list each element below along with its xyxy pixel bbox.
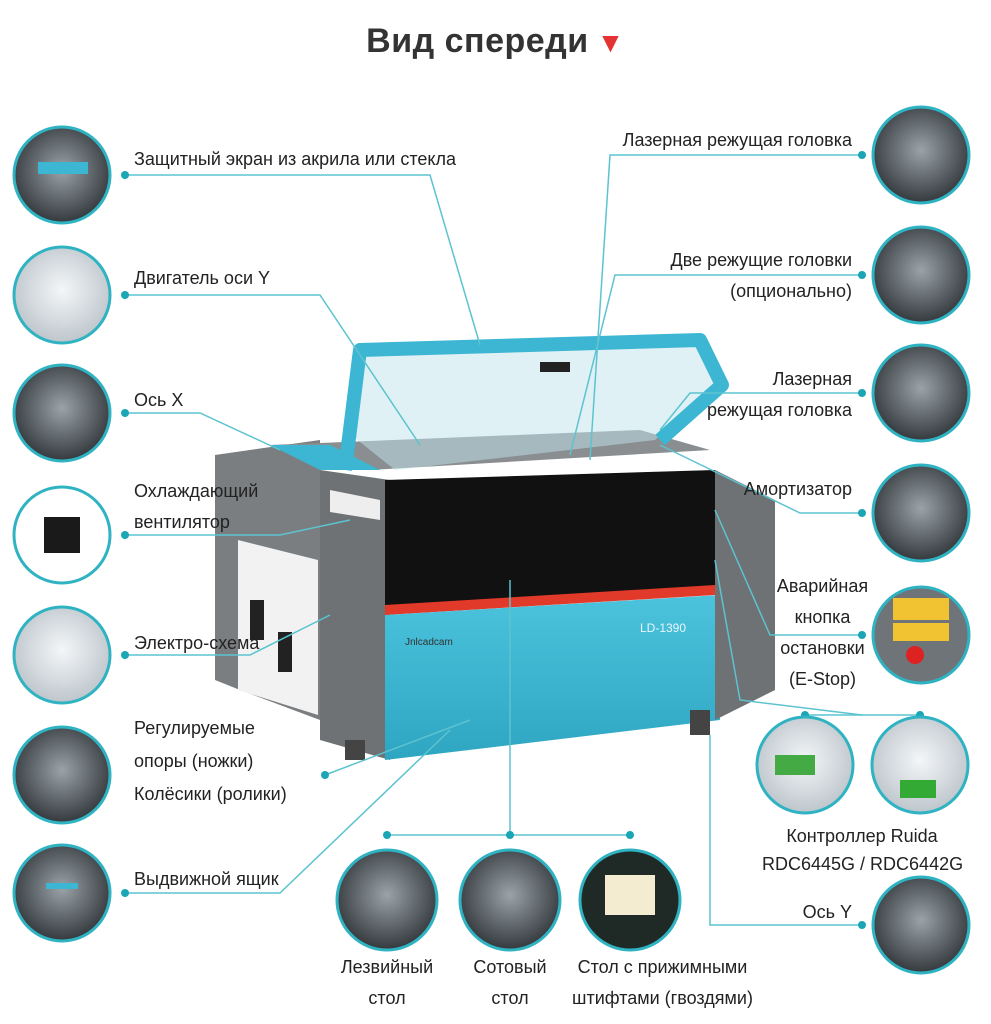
label-line: Две режущие головки [670,250,853,270]
title-text: Вид спереди [366,22,589,60]
controller-2-photo [870,715,970,815]
model-label: LD-1390 [640,621,686,635]
shock-absorber-photo [871,463,971,563]
callout-y-motor: Двигатель оси Y [134,263,270,294]
callout-laser-head-2: Лазерная режущая головка [707,364,852,426]
y-axis-photo [871,875,971,975]
leader-lines [125,154,920,926]
laser-machine-illustration: LD-1390 Jnlcadcam [215,333,775,760]
label-line: опоры (ножки) [134,751,254,771]
label-line: Защитный экран из акрила или стекла [134,149,456,169]
callout-x-axis: Ось X [134,385,183,416]
detail-thumbnails [12,105,971,975]
label-line: Ось Y [802,902,852,922]
feet-wheels-photo [12,725,112,825]
fan-icon [44,517,80,553]
dual-heads-photo [871,225,971,325]
label-line: стол [491,988,529,1008]
callout-drawer: Выдвижной ящик [134,864,279,895]
laser-head-2-photo [871,343,971,443]
callout-dual-heads: Две режущие головки (опционально) [671,245,853,307]
electric-circuit-photo [12,605,112,705]
label-line: штифтами (гвоздями) [572,988,753,1008]
label-line: Колёсики (ролики) [134,784,287,804]
honeycomb-table-photo [458,848,562,952]
label-line: RDC6445G / RDC6442G [762,854,964,874]
x-axis-photo [12,363,112,463]
laser-head-photo [871,105,971,205]
label-line: Сотовый [473,957,547,977]
callout-cooling-fan: Охлаждающий вентилятор [134,476,258,538]
blade-table-photo [335,848,439,952]
callout-y-axis: Ось Y [803,897,852,928]
label-line: Ось X [134,390,184,410]
callout-laser-head: Лазерная режущая головка [623,125,852,156]
label-line: Стол с прижимными [577,957,748,977]
label-line: Электро-схема [134,633,260,653]
label-line: остановки [780,638,865,658]
label-line: кнопка [794,607,851,627]
callout-electric-circuit: Электро-схема [134,628,259,659]
label-line: вентилятор [134,512,230,532]
page-title: Вид спереди▼ [0,22,991,61]
red-triangle-down-icon: ▼ [596,27,625,58]
label-line: Лазерная [772,369,852,389]
label-line: Контроллер Ruida [786,826,938,846]
callout-feet-wheels: Регулируемые опоры (ножки) Колёсики (ролик… [134,712,287,811]
label-line: Охлаждающий [134,481,259,501]
callout-pin-table: Стол с прижимными штифтами (гвоздями) [555,952,770,1014]
label-line: Выдвижной ящик [134,869,279,889]
label-line: Лазерная режущая головка [622,130,852,150]
callout-shock-absorber: Амортизатор [744,474,852,505]
acrylic-shield-photo [12,125,112,225]
callout-estop: Аварийная кнопка остановки (E-Stop) [765,571,880,695]
callout-blade-table: Лезвийный стол [317,952,457,1014]
label-line: стол [368,988,406,1008]
y-motor-photo [12,245,112,345]
label-line: Двигатель оси Y [134,268,271,288]
label-line: Аварийная [776,576,869,596]
label-line: (опционально) [730,281,852,301]
label-line: Амортизатор [743,479,852,499]
brand-logo: Jnlcadcam [405,637,453,648]
label-line: Регулируемые [134,718,255,738]
callout-honeycomb-table: Сотовый стол [460,952,560,1014]
label-line: (E-Stop) [788,669,857,689]
label-line: Лезвийный [340,957,434,977]
callout-acrylic-shield: Защитный экран из акрила или стекла [134,144,456,175]
label-line: режущая головка [707,400,852,420]
drawer-photo [12,843,112,943]
